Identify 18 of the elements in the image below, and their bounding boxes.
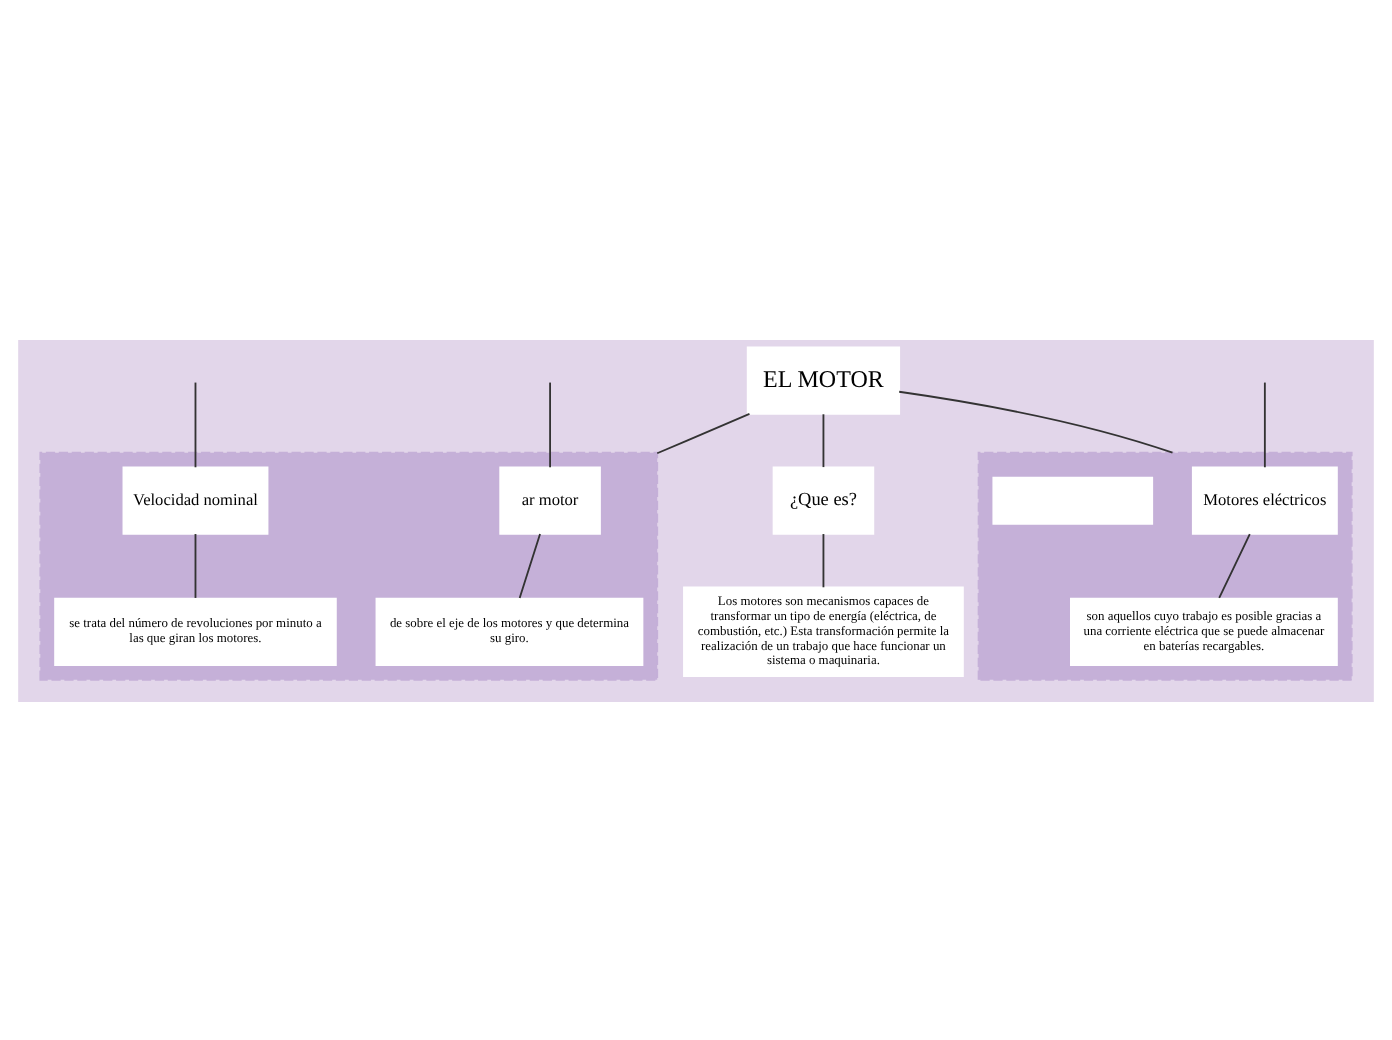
node-box (992, 475, 1154, 524)
connector (1218, 532, 1251, 598)
connector (194, 532, 197, 598)
connector (822, 412, 825, 467)
node-box: EL MOTOR (746, 345, 901, 414)
connector (194, 380, 197, 468)
connector (656, 412, 751, 454)
node-box: ¿Que es? (772, 465, 875, 534)
node-box: Velocidad nominal (122, 465, 269, 534)
connector (549, 380, 551, 468)
node-box: ar motor (499, 465, 601, 534)
connector (822, 532, 825, 588)
connector (1263, 380, 1266, 468)
cluster (977, 450, 1353, 680)
node-box: Motores eléctricos (1191, 465, 1338, 534)
connector (898, 389, 1174, 453)
cluster (39, 450, 659, 680)
connector (518, 532, 541, 598)
